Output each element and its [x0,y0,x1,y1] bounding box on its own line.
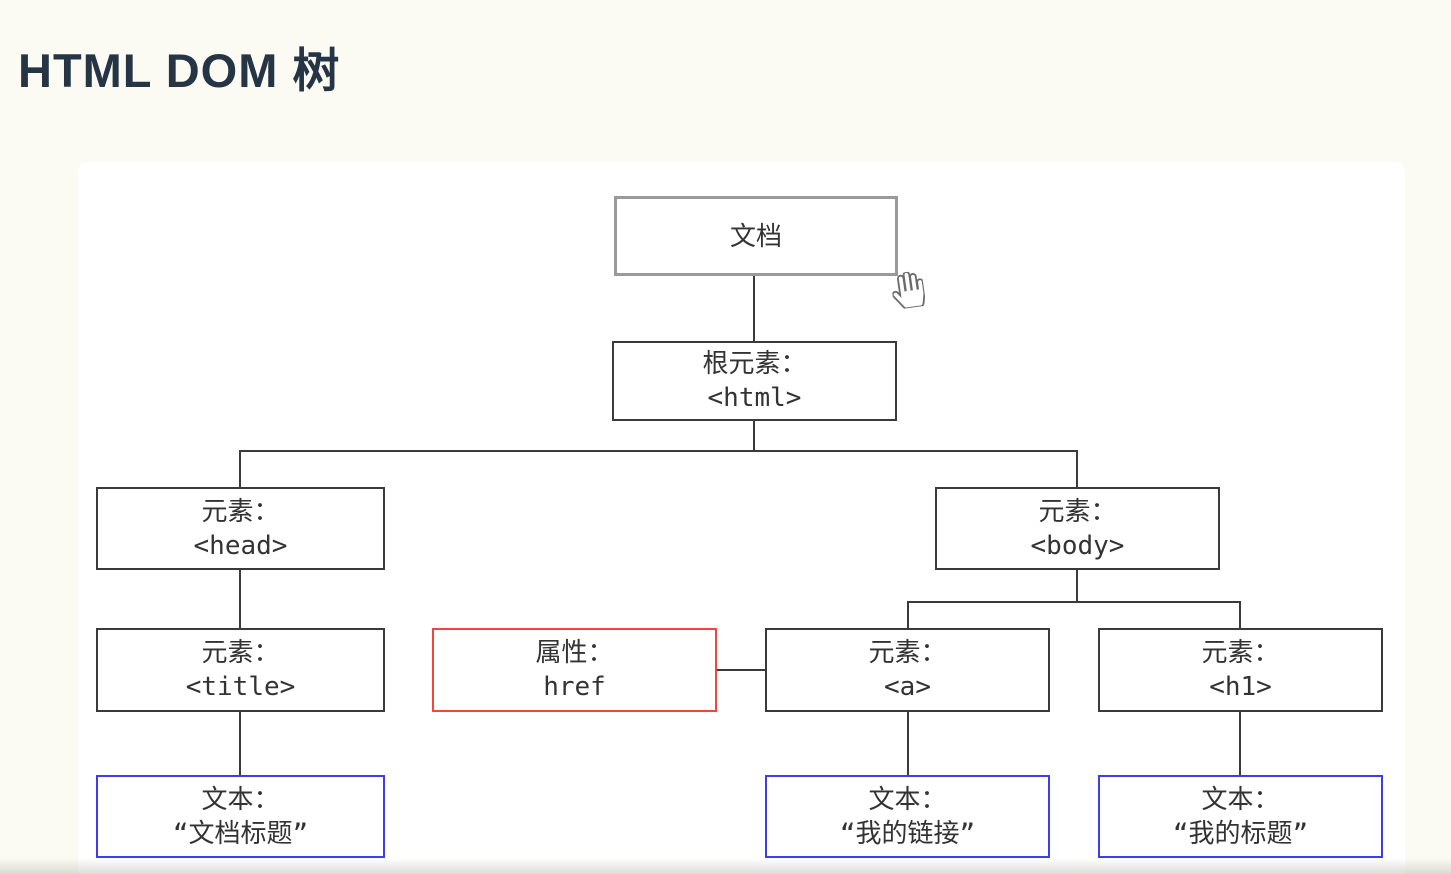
node-attr-label: 属性： [535,637,614,667]
node-text-my-heading: 文本： “我的标题” [1098,775,1383,858]
bottom-fade [0,858,1451,874]
node-text2-label: 文本： [868,783,947,814]
node-text-my-link: 文本： “我的链接” [765,775,1050,858]
connector-doc-html [753,276,755,341]
node-title-label: 元素： [201,637,280,667]
connector-to-body [1076,450,1078,487]
connector-to-head [239,450,241,487]
node-body-tag: <body> [1030,530,1125,561]
node-document: 文档 [614,196,898,276]
node-html-tag: <html> [707,383,802,413]
node-head-label: 元素： [201,495,280,526]
node-attribute-href: 属性： href [432,628,717,712]
node-element-head: 元素： <head> [96,487,385,570]
connector-h1-text [1239,712,1241,775]
node-text2-value: “我的链接” [839,818,976,849]
page-title: HTML DOM 树 [18,44,341,97]
node-a-tag: <a> [884,672,931,702]
node-attr-value: href [543,672,606,702]
node-text-document-title: 文本： “文档标题” [96,775,385,858]
node-element-h1: 元素： <h1> [1098,628,1383,712]
connector-head-title [239,570,241,628]
node-text1-value: “文档标题” [172,818,309,849]
connector-html-down [753,421,755,452]
node-h1-tag: <h1> [1209,672,1272,702]
connector-to-a [907,601,909,628]
node-element-body: 元素： <body> [935,487,1220,570]
node-document-label: 文档 [729,220,782,251]
node-text3-value: “我的标题” [1172,818,1309,849]
node-a-label: 元素： [868,637,947,667]
node-element-title: 元素： <title> [96,628,385,712]
node-element-a: 元素： <a> [765,628,1050,712]
connector-to-h1 [1239,601,1241,628]
node-text3-label: 文本： [1201,783,1280,814]
connector-a-text [907,712,909,775]
hand-cursor-icon [891,271,926,310]
node-body-label: 元素： [1038,495,1117,526]
connector-html-hbar [239,450,1078,452]
node-html-label: 根元素： [702,348,807,378]
connector-body-down [1076,570,1078,603]
node-title-tag: <title> [185,672,296,702]
node-root-element-html: 根元素： <html> [612,341,897,421]
connector-title-text [239,712,241,775]
node-head-tag: <head> [193,530,288,561]
node-text1-label: 文本： [201,783,280,814]
connector-body-hbar [907,601,1241,603]
connector-attr-a [717,669,765,671]
node-h1-label: 元素： [1201,637,1280,667]
